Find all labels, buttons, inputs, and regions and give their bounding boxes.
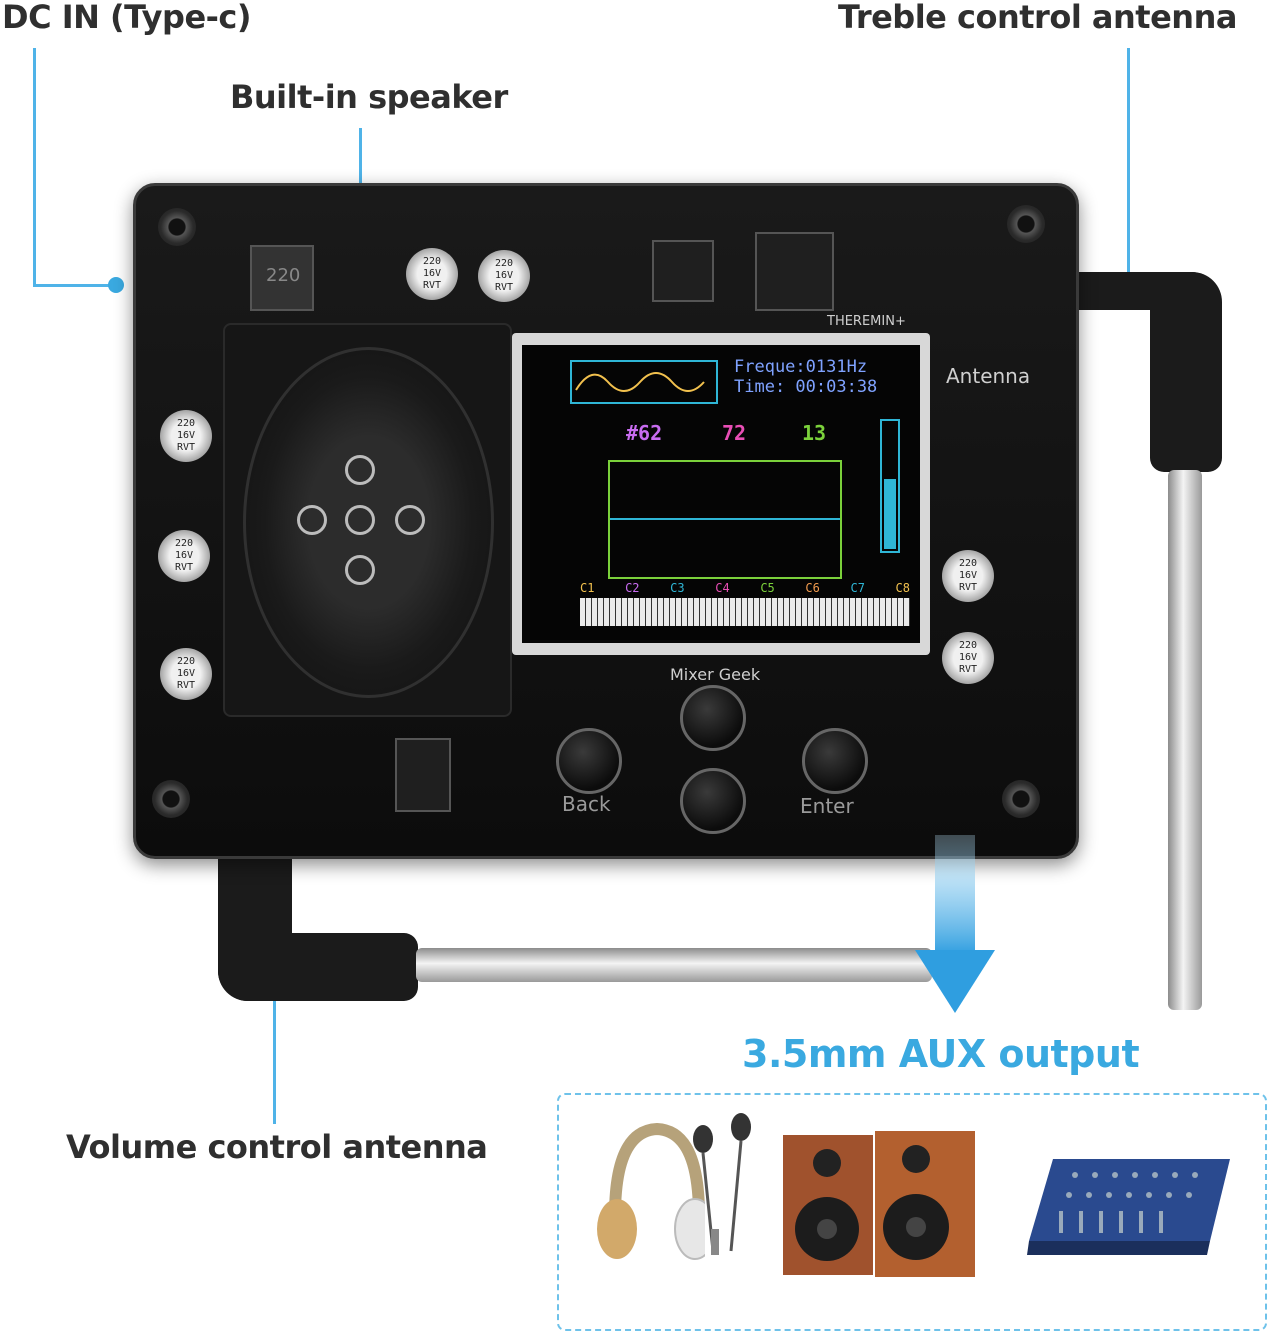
screw-bottom-left xyxy=(152,780,190,818)
up-button[interactable] xyxy=(680,685,746,751)
volume-antenna-rod xyxy=(416,948,932,982)
note-label: C8 xyxy=(895,581,910,595)
enter-silk: Enter xyxy=(800,794,854,818)
speakers-icon xyxy=(783,1131,975,1277)
note-label: C3 xyxy=(670,581,685,595)
aux-output-devices xyxy=(557,1093,1267,1331)
enter-button[interactable] xyxy=(802,728,868,794)
treble-leader xyxy=(1127,48,1130,284)
value-readout-1: #62 xyxy=(626,421,663,445)
time-readout: Time: 00:03:38 xyxy=(734,377,878,397)
frequency-readout: Freque:0131Hz xyxy=(734,357,868,377)
value-readout-3: 13 xyxy=(802,421,827,445)
speaker-hole xyxy=(395,505,425,535)
volume-leader xyxy=(273,984,276,1124)
waveform-display xyxy=(570,360,718,404)
theremin-silk: THEREMIN+ xyxy=(827,314,906,329)
lcd-screen: Freque:0131Hz Time: 00:03:38 #62 72 13 C… xyxy=(512,333,930,655)
aux-arrow-icon xyxy=(915,835,995,1013)
speaker-hole xyxy=(297,505,327,535)
chip-left xyxy=(652,240,714,302)
antenna-silk: Antenna xyxy=(946,364,1031,388)
chip-mcu xyxy=(755,232,834,311)
plot-line xyxy=(610,518,840,520)
speaker-hole xyxy=(345,555,375,585)
value-readout-2: 72 xyxy=(722,421,747,445)
screw-top-left xyxy=(158,208,196,246)
headphones-icon xyxy=(597,1122,705,1260)
note-label: C6 xyxy=(805,581,820,595)
note-label: C7 xyxy=(850,581,865,595)
mixer-geek-silk: Mixer Geek xyxy=(670,665,761,684)
level-meter xyxy=(880,419,900,553)
treble-antenna-elbow xyxy=(1150,272,1222,472)
piano-keyboard xyxy=(580,598,910,626)
volume-antenna-elbow xyxy=(218,933,418,1001)
built-in-speaker xyxy=(223,323,512,717)
speaker-label: Built-in speaker xyxy=(230,78,508,116)
mixer-console-icon xyxy=(1027,1159,1230,1255)
treble-antenna-label: Treble control antenna xyxy=(838,0,1237,36)
lcd-display: Freque:0131Hz Time: 00:03:38 #62 72 13 C… xyxy=(522,345,920,643)
down-button[interactable] xyxy=(680,768,746,834)
back-silk: Back xyxy=(562,792,611,816)
volume-antenna-label: Volume control antenna xyxy=(66,1128,488,1166)
note-label: C2 xyxy=(625,581,640,595)
earphones-icon xyxy=(693,1113,751,1255)
dc-in-label: DC IN (Type-c) xyxy=(2,0,252,36)
inductor: 220 xyxy=(250,245,314,311)
note-labels: C1 C2 C3 C4 C5 C6 C7 C8 xyxy=(580,581,910,595)
screw-bottom-right xyxy=(1002,780,1040,818)
aux-output-label: 3.5mm AUX output xyxy=(742,1032,1140,1076)
note-label: C5 xyxy=(760,581,775,595)
treble-antenna-rod xyxy=(1168,470,1202,1010)
dc-in-leader-v xyxy=(33,48,36,286)
speaker-hole xyxy=(345,455,375,485)
screw-top-right xyxy=(1007,205,1045,243)
dc-in-dot xyxy=(108,277,124,293)
dc-in-leader-h xyxy=(33,284,113,287)
chip-bottom-left xyxy=(395,738,451,812)
note-label: C4 xyxy=(715,581,730,595)
speaker-hole xyxy=(345,505,375,535)
note-label: C1 xyxy=(580,581,595,595)
plot-area xyxy=(608,460,842,579)
back-button[interactable] xyxy=(556,728,622,794)
